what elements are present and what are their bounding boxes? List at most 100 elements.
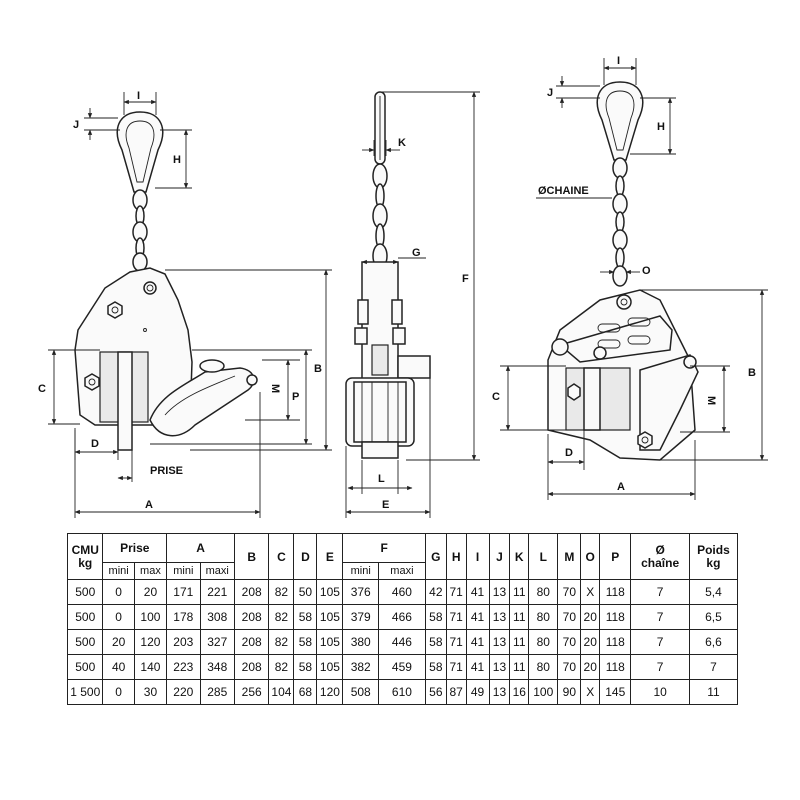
table-cell: 82 (268, 604, 295, 630)
dim-label-H: H (173, 154, 181, 166)
table-cell: 80 (528, 629, 559, 655)
table-cell: 71 (445, 654, 467, 680)
table-cell: 20 (580, 654, 601, 680)
table-cell: 208 (233, 654, 270, 680)
table-cell: 459 (377, 654, 426, 680)
table-cell: 120 (316, 679, 344, 705)
table-cell: 82 (268, 654, 295, 680)
table-cell: 500 (66, 579, 104, 605)
subheader-f-maxi: maxi (377, 562, 426, 580)
dim-label-G: G (412, 247, 421, 259)
table-cell: 68 (293, 679, 318, 705)
middle-view: K F G L E (345, 91, 480, 518)
table-cell: 0 (102, 679, 135, 705)
table-cell: 7 (630, 579, 690, 605)
table-cell: 87 (445, 679, 467, 705)
right-dim-label-A: A (617, 481, 625, 493)
table-cell: 41 (465, 629, 490, 655)
table-cell: 20 (102, 629, 135, 655)
subheader-prise-max: max (133, 562, 168, 580)
table-cell: 70 (557, 654, 582, 680)
table-cell: 508 (342, 679, 379, 705)
table-cell: 80 (528, 654, 559, 680)
dim-label-F: F (462, 273, 469, 285)
table-cell: 308 (199, 604, 235, 630)
right-shackle (596, 81, 644, 161)
header-f: F (342, 533, 426, 563)
table-cell: 71 (445, 579, 467, 605)
table-cell: 104 (268, 679, 295, 705)
subheader-a-mini: mini (166, 562, 201, 580)
table-cell: 58 (424, 604, 447, 630)
table-cell: 120 (133, 629, 168, 655)
table-cell: 13 (488, 654, 511, 680)
table-cell: 145 (599, 679, 632, 705)
dim-label-J: J (73, 119, 79, 131)
dim-label-C: C (38, 383, 46, 395)
right-dim-label-I: I (617, 55, 620, 67)
table-cell: 41 (465, 579, 490, 605)
dim-label-prise: PRISE (150, 465, 183, 477)
table-cell: 13 (488, 604, 511, 630)
table-cell: 10 (630, 679, 690, 705)
table-cell: 58 (293, 629, 318, 655)
table-cell: 58 (424, 654, 447, 680)
table-cell: 13 (488, 579, 511, 605)
table-cell: 20 (580, 604, 601, 630)
table-cell: X (580, 579, 601, 605)
table-cell: X (580, 679, 601, 705)
table-cell: 13 (488, 679, 511, 705)
table-cell: 30 (133, 679, 168, 705)
table-cell: 1 500 (66, 679, 104, 705)
table-cell: 6,5 (688, 604, 739, 630)
middle-chain (372, 163, 388, 269)
table-cell: 118 (599, 579, 632, 605)
table-cell: 70 (557, 604, 582, 630)
table-cell: 80 (528, 579, 559, 605)
table-cell: 11 (509, 629, 530, 655)
table-cell: 100 (133, 604, 168, 630)
dim-label-O: O (642, 265, 651, 277)
dim-label-chaine: ØCHAINE (538, 185, 589, 197)
header-o: O (580, 533, 601, 580)
table-cell: 610 (377, 679, 426, 705)
table-cell: 5,4 (688, 579, 739, 605)
table-cell: 7 (630, 604, 690, 630)
table-cell: 11 (509, 654, 530, 680)
right-dim-label-J: J (547, 87, 553, 99)
header-prise: Prise (102, 533, 168, 563)
table-cell: 105 (316, 629, 344, 655)
header-l: L (528, 533, 559, 580)
right-chain (612, 157, 628, 287)
table-header-row-2: mini max mini maxi mini maxi (68, 562, 738, 580)
table-cell: 82 (268, 579, 295, 605)
header-c: C (268, 533, 295, 580)
table-cell: 58 (424, 629, 447, 655)
table-cell: 178 (166, 604, 201, 630)
header-i: I (465, 533, 490, 580)
table-cell: 82 (268, 629, 295, 655)
table-cell: 40 (102, 654, 135, 680)
table-cell: 20 (133, 579, 168, 605)
subheader-prise-mini: mini (102, 562, 135, 580)
table-cell: 208 (233, 579, 270, 605)
header-k: K (509, 533, 530, 580)
table-cell: 20 (580, 629, 601, 655)
table-cell: 446 (377, 629, 426, 655)
table-cell: 7 (630, 629, 690, 655)
right-dim-label-D: D (565, 447, 573, 459)
table-cell: 11 (509, 579, 530, 605)
dim-label-I: I (137, 90, 140, 102)
table-cell: 348 (199, 654, 235, 680)
table-cell: 500 (66, 604, 104, 630)
table-cell: 50 (293, 579, 318, 605)
right-dim-label-C: C (492, 391, 500, 403)
table-cell: 56 (424, 679, 447, 705)
table-cell: 118 (599, 629, 632, 655)
table-cell: 376 (342, 579, 379, 605)
dim-label-E: E (382, 499, 389, 511)
